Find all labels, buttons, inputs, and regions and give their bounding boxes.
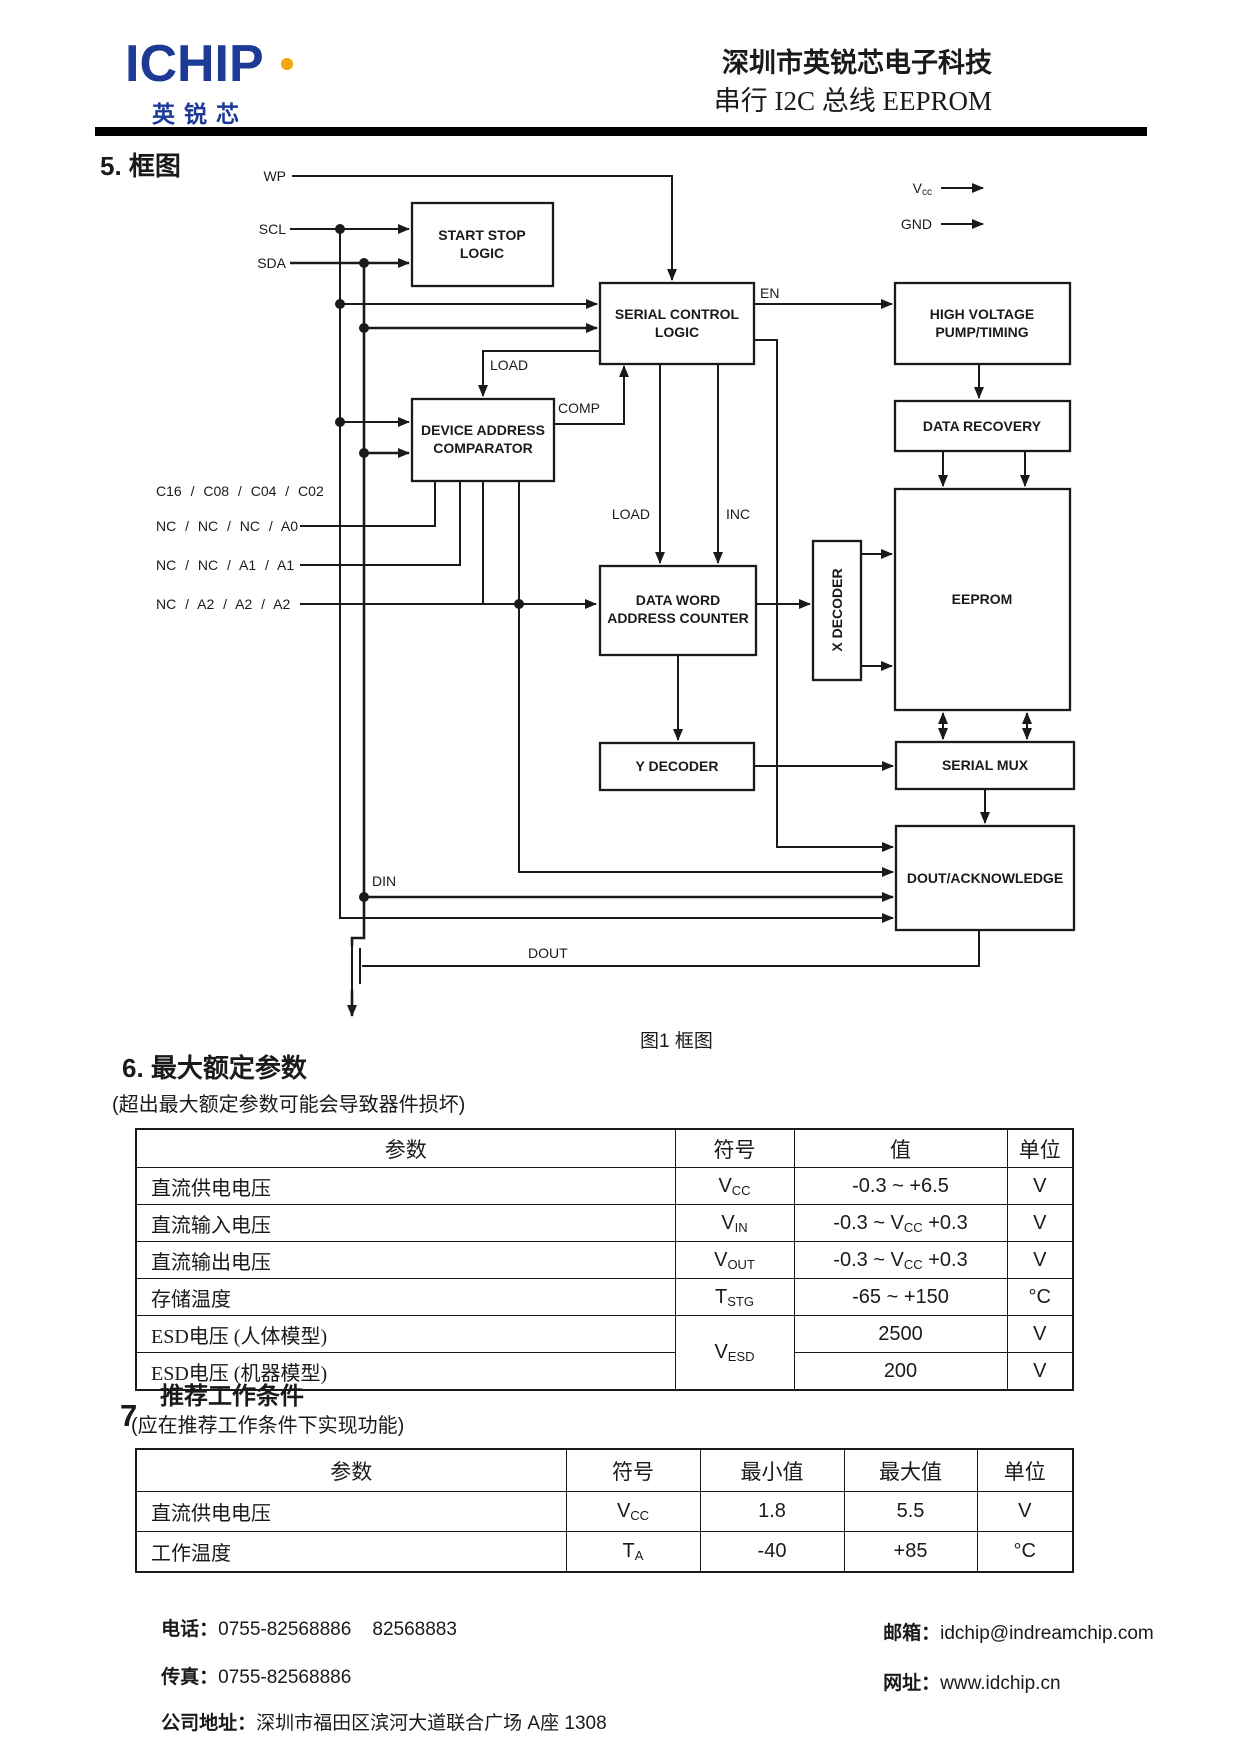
svg-text:SERIAL CONTROL: SERIAL CONTROL [615, 306, 740, 322]
footer-fax: 传真：0755-82568886 [161, 1667, 352, 1688]
svg-text:DOUT/ACKNOWLEDGE: DOUT/ACKNOWLEDGE [907, 870, 1063, 886]
diagram-wire-labels: WP SCL SDA Vcc GND EN LOAD COMP LOAD INC… [257, 168, 932, 961]
load-counter-label: LOAD [612, 506, 650, 522]
company-name: 深圳市英锐芯电子科技 [722, 48, 992, 78]
footer-email: 邮箱：idchip@indreamchip.com [883, 1623, 1154, 1644]
section6-heading: 6. 最大额定参数 [122, 1048, 307, 1085]
table-row: ESD电压 (人体模型) VESD 2500 V [135, 1315, 1074, 1391]
svg-text:HIGH VOLTAGE: HIGH VOLTAGE [930, 306, 1034, 322]
table-row: 直流供电电压 VCC -0.3 ~ +6.5 V [135, 1167, 1074, 1205]
logo-dot-icon [281, 58, 293, 70]
pin-option-labels: C16 / C08 / C04 / C02 NC / NC / NC / A0 … [156, 483, 324, 612]
svg-text:LOGIC: LOGIC [655, 324, 699, 340]
svg-text:SERIAL MUX: SERIAL MUX [942, 757, 1029, 773]
section7-number: 7 [120, 1398, 138, 1433]
svg-text:Y DECODER: Y DECODER [636, 758, 719, 774]
svg-text:DEVICE ADDRESS: DEVICE ADDRESS [421, 422, 545, 438]
table-row: 存储温度 TSTG -65 ~ +150 °C [135, 1278, 1074, 1316]
footer-website: 网址：www.idchip.cn [883, 1673, 1061, 1694]
product-family: 串行 I2C 总线 EEPROM [713, 86, 992, 116]
section6-number: 6. [122, 1053, 144, 1083]
table-row: 直流供电电压 VCC 1.8 5.5 V [135, 1491, 1074, 1532]
svg-text:COMPARATOR: COMPARATOR [433, 440, 533, 456]
section7-note: (应在推荐工作条件下实现功能) [131, 1415, 405, 1437]
block-high-voltage-pump: HIGH VOLTAGE PUMP/TIMING [893, 281, 1072, 366]
svg-text:ADDRESS COUNTER: ADDRESS COUNTER [607, 610, 749, 626]
header-company-block: 深圳市英锐芯电子科技 串行 I2C 总线 EEPROM [620, 44, 992, 120]
section5-heading: 5. 框图 [100, 146, 181, 183]
block-data-word-address-counter: DATA WORD ADDRESS COUNTER [598, 564, 758, 657]
block-eeprom: EEPROM [893, 487, 1072, 712]
col-symbol: 符号 [565, 1448, 701, 1492]
dout-signal-label: DOUT [528, 945, 568, 961]
wp-pin-label: WP [263, 168, 286, 184]
din-signal-label: DIN [372, 873, 396, 889]
svg-text:LOGIC: LOGIC [460, 245, 504, 261]
col-unit: 单位 [1006, 1128, 1074, 1168]
figure1-caption: 图1 框图 [640, 1031, 713, 1052]
block-y-decoder: Y DECODER [598, 741, 756, 792]
svg-text:X DECODER: X DECODER [829, 568, 845, 651]
sda-pin-label: SDA [257, 255, 286, 271]
inc-signal-label: INC [726, 506, 750, 522]
gnd-pin-label: GND [901, 216, 932, 232]
max-ratings-table: 参数 符号 值 单位 直流供电电压 VCC -0.3 ~ +6.5 V 直流输入… [135, 1128, 1074, 1391]
block-x-decoder: X DECODER [811, 539, 863, 682]
col-value: 值 [793, 1128, 1008, 1168]
load-comparator-label: LOAD [490, 357, 528, 373]
logo-wordmark: ICHIP [125, 35, 264, 93]
en-signal-label: EN [760, 285, 779, 301]
section7-title: 推荐工作条件 [160, 1383, 304, 1410]
table-row: ESD电压 (机器模型) 200 V [135, 1352, 1074, 1391]
comp-signal-label: COMP [558, 400, 600, 416]
section5-title: 框图 [128, 151, 181, 181]
diagram-wires [290, 175, 1032, 967]
section5-number: 5. [100, 151, 122, 181]
vesd-merged-cell: VESD [674, 1315, 795, 1391]
col-unit: 单位 [976, 1448, 1074, 1492]
col-param: 参数 [135, 1448, 567, 1492]
footer-address: 公司地址：深圳市福田区滨河大道联合广场 A座 1308 [161, 1713, 607, 1734]
table-header-row: 参数 符号 值 单位 [135, 1128, 1074, 1168]
table-header-row: 参数 符号 最小值 最大值 单位 [135, 1448, 1074, 1492]
block-serial-mux: SERIAL MUX [894, 740, 1076, 791]
table-row: 直流输入电压 VIN -0.3 ~ VCC +0.3 V [135, 1204, 1074, 1242]
col-symbol: 符号 [674, 1128, 795, 1168]
recommended-conditions-table: 参数 符号 最小值 最大值 单位 直流供电电压 VCC 1.8 5.5 V 工作… [135, 1448, 1074, 1573]
svg-text:PUMP/TIMING: PUMP/TIMING [935, 324, 1028, 340]
block-diagram: START STOP LOGIC SERIAL CONTROL LOGIC HI… [156, 168, 1076, 1017]
col-param: 参数 [135, 1128, 676, 1168]
table-row: 工作温度 TA -40 +85 °C [135, 1531, 1074, 1573]
block-serial-control-logic: SERIAL CONTROL LOGIC [598, 281, 756, 366]
footer-phone: 电话：0755-82568886 82568883 [161, 1619, 457, 1640]
header-rule [95, 127, 1147, 136]
col-max: 最大值 [843, 1448, 978, 1492]
block-dout-acknowledge: DOUT/ACKNOWLEDGE [894, 824, 1076, 932]
junction-dots [335, 224, 524, 902]
pin-row-a1: NC / NC / A1 / A1 [156, 557, 294, 573]
logo-chinese-name: 英锐芯 [152, 101, 248, 127]
section6-title: 最大额定参数 [150, 1053, 307, 1083]
table-row: 直流输出电压 VOUT -0.3 ~ VCC +0.3 V [135, 1241, 1074, 1279]
vcc-pin-label: Vcc [913, 180, 932, 198]
svg-text:START STOP: START STOP [438, 227, 525, 243]
svg-text:EEPROM: EEPROM [952, 591, 1013, 607]
pin-row-devices: C16 / C08 / C04 / C02 [156, 483, 324, 499]
scl-pin-label: SCL [259, 221, 286, 237]
block-device-address-comparator: DEVICE ADDRESS COMPARATOR [410, 397, 556, 483]
block-data-recovery: DATA RECOVERY [893, 399, 1072, 453]
pin-row-a0: NC / NC / NC / A0 [156, 518, 298, 534]
section6-note: (超出最大额定参数可能会导致器件损坏) [112, 1094, 466, 1116]
company-logo: ICHIP 英锐芯 [125, 38, 345, 133]
block-start-stop-logic: START STOP LOGIC [410, 201, 555, 288]
svg-text:DATA WORD: DATA WORD [636, 592, 721, 608]
output-transistor [347, 897, 366, 1017]
pin-row-a2: NC / A2 / A2 / A2 [156, 596, 290, 612]
col-min: 最小值 [699, 1448, 845, 1492]
svg-text:DATA RECOVERY: DATA RECOVERY [923, 418, 1042, 434]
